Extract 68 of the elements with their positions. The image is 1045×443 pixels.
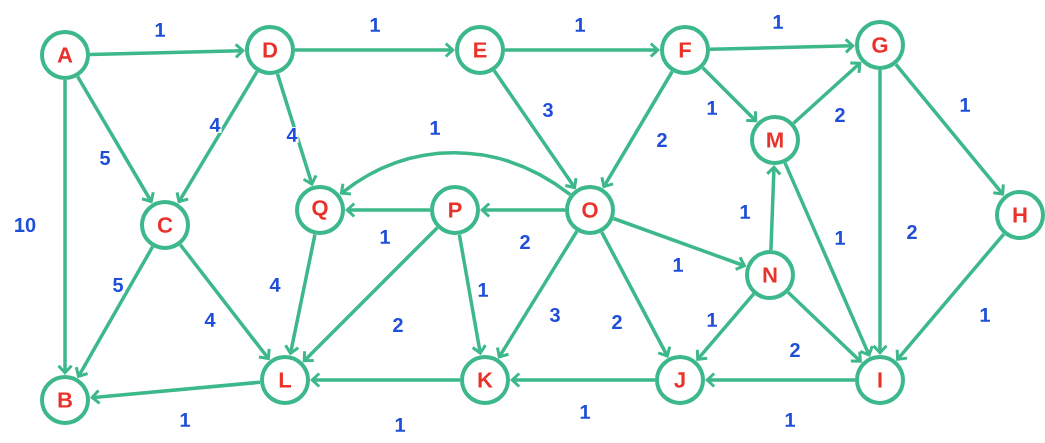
edge-label: 5 bbox=[98, 150, 112, 166]
edge-label: 5 bbox=[111, 277, 125, 293]
arrow bbox=[302, 226, 439, 363]
arrow bbox=[295, 42, 455, 58]
arrow bbox=[457, 234, 487, 356]
arrow bbox=[89, 43, 245, 59]
arrow bbox=[495, 230, 579, 359]
arrow bbox=[894, 63, 1005, 196]
arrow bbox=[57, 80, 73, 375]
edge-label: 3 bbox=[541, 101, 555, 119]
arrow bbox=[345, 202, 430, 218]
edge-label: 4 bbox=[268, 277, 282, 293]
edge-label: 1 bbox=[573, 17, 587, 33]
edge-label: 1 bbox=[771, 14, 785, 30]
edge-label: 2 bbox=[833, 107, 847, 123]
edge-label: 1 bbox=[178, 412, 192, 428]
arrow bbox=[895, 232, 1006, 361]
edge-label: 2 bbox=[391, 317, 405, 333]
arrow bbox=[76, 75, 155, 204]
arrow bbox=[492, 69, 578, 190]
edge-label: 1 bbox=[978, 307, 992, 323]
edge-label: 4 bbox=[203, 312, 217, 328]
arrow bbox=[505, 42, 660, 58]
edge-label: 1 bbox=[393, 417, 407, 433]
arrow bbox=[510, 372, 655, 388]
edge-label: 1 bbox=[368, 17, 382, 33]
arrow bbox=[701, 66, 758, 123]
arrow bbox=[872, 70, 888, 355]
edge-label: 10 bbox=[12, 216, 38, 234]
arrow bbox=[284, 234, 317, 356]
arrow bbox=[89, 380, 261, 405]
arrow bbox=[766, 164, 782, 251]
arrow bbox=[178, 243, 271, 361]
arrow bbox=[74, 245, 155, 379]
arrow bbox=[175, 70, 259, 204]
edge-label: 2 bbox=[655, 132, 669, 148]
edge-label: 4 bbox=[285, 127, 299, 143]
arrow bbox=[705, 372, 855, 388]
arrow bbox=[612, 216, 747, 271]
arrow bbox=[275, 73, 318, 187]
edge-label: 1 bbox=[705, 100, 719, 116]
arrow bbox=[480, 202, 565, 218]
edge-label: 1 bbox=[958, 97, 972, 113]
edge-label: 1 bbox=[153, 22, 167, 38]
edge-label: 1 bbox=[705, 312, 719, 328]
arrow bbox=[792, 61, 862, 125]
arrow bbox=[709, 38, 855, 54]
arrow bbox=[600, 231, 672, 358]
edge-label: 1 bbox=[783, 412, 797, 428]
edge-label: 2 bbox=[518, 234, 532, 250]
arrow bbox=[786, 291, 862, 363]
edge-label: 4 bbox=[208, 117, 222, 133]
arrow bbox=[695, 292, 756, 361]
edge-label: 1 bbox=[738, 204, 752, 220]
arrow bbox=[783, 162, 874, 358]
edge-label: 1 bbox=[833, 230, 847, 246]
edge-label: 1 bbox=[476, 282, 490, 298]
arrow bbox=[600, 70, 674, 189]
edge-label: 1 bbox=[428, 120, 442, 136]
edge-label: 1 bbox=[378, 229, 392, 245]
edge-label: 2 bbox=[905, 224, 919, 240]
arrow bbox=[339, 151, 572, 197]
edge-label: 3 bbox=[548, 306, 562, 324]
edge-label: 2 bbox=[610, 314, 624, 330]
edge-label: 1 bbox=[578, 404, 592, 420]
edge-label: 2 bbox=[788, 342, 802, 358]
arrow bbox=[310, 372, 460, 388]
edge-label: 1 bbox=[671, 257, 685, 273]
